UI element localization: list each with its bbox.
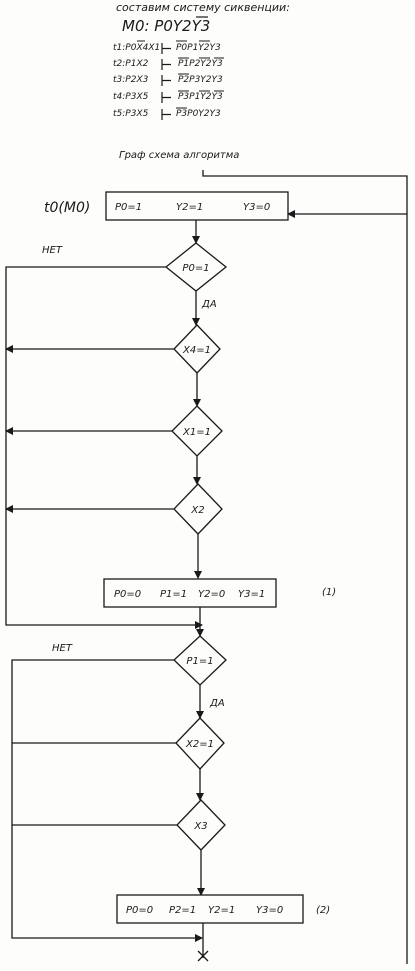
box3-item: Y2=1	[208, 905, 235, 916]
yes-label: ДА	[201, 299, 217, 310]
decision-label: X2=1	[185, 739, 214, 750]
decision-label: P1=1	[186, 656, 213, 667]
decision-label: X4=1	[182, 345, 211, 356]
sequence-condition: t2:P1X2	[113, 59, 149, 69]
box2-item: Y2=0	[198, 589, 225, 600]
sequence-condition: t5:P3X5	[113, 109, 149, 119]
decision-label: X2	[190, 505, 204, 516]
sequence-result: P3P1Y2Y3	[178, 92, 223, 102]
no-label: НЕТ	[52, 643, 73, 654]
sequence-condition: t3:P2X3	[113, 75, 149, 85]
decision-label: P0=1	[182, 263, 209, 274]
decision-label: X1=1	[182, 427, 211, 438]
sequence-condition: t1:P0X4X1	[113, 43, 161, 53]
box1-item: Y3=0	[243, 202, 270, 213]
box3-tag: (2)	[316, 905, 330, 916]
box1-item: P0=1	[115, 202, 142, 213]
sequence-condition: t4:P3X5	[113, 92, 149, 102]
box3-item: P0=0	[126, 905, 153, 916]
yes-label: ДА	[209, 698, 225, 709]
sequence-result: P0P1Y2Y3	[176, 43, 221, 53]
box2-item: P1=1	[160, 589, 187, 600]
header-title: составим систему сиквенции:	[116, 1, 290, 14]
box2-tag: (1)	[322, 587, 336, 598]
decision-label: X3	[193, 821, 207, 832]
state-box-2	[116, 894, 304, 924]
state-box-1	[103, 578, 277, 608]
sequence-result: P3P0Y2Y3	[176, 109, 221, 119]
box3-item: P2=1	[169, 905, 196, 916]
m0-equation: M0: P0Y2Y3	[122, 17, 211, 35]
sequence-symbols	[137, 16, 224, 120]
initial-state-box	[105, 191, 289, 221]
graph-title: Граф схема алгоритма	[119, 150, 240, 161]
t0-label: t0(M0)	[44, 200, 90, 216]
sequence-result: P2P3Y2Y3	[178, 75, 223, 85]
sequence-result: P1P2Y2Y3	[178, 59, 223, 69]
box1-item: Y2=1	[176, 202, 203, 213]
box3-item: Y3=0	[256, 905, 283, 916]
box2-item: P0=0	[114, 589, 141, 600]
no-label: НЕТ	[42, 245, 63, 256]
box2-item: Y3=1	[238, 589, 265, 600]
